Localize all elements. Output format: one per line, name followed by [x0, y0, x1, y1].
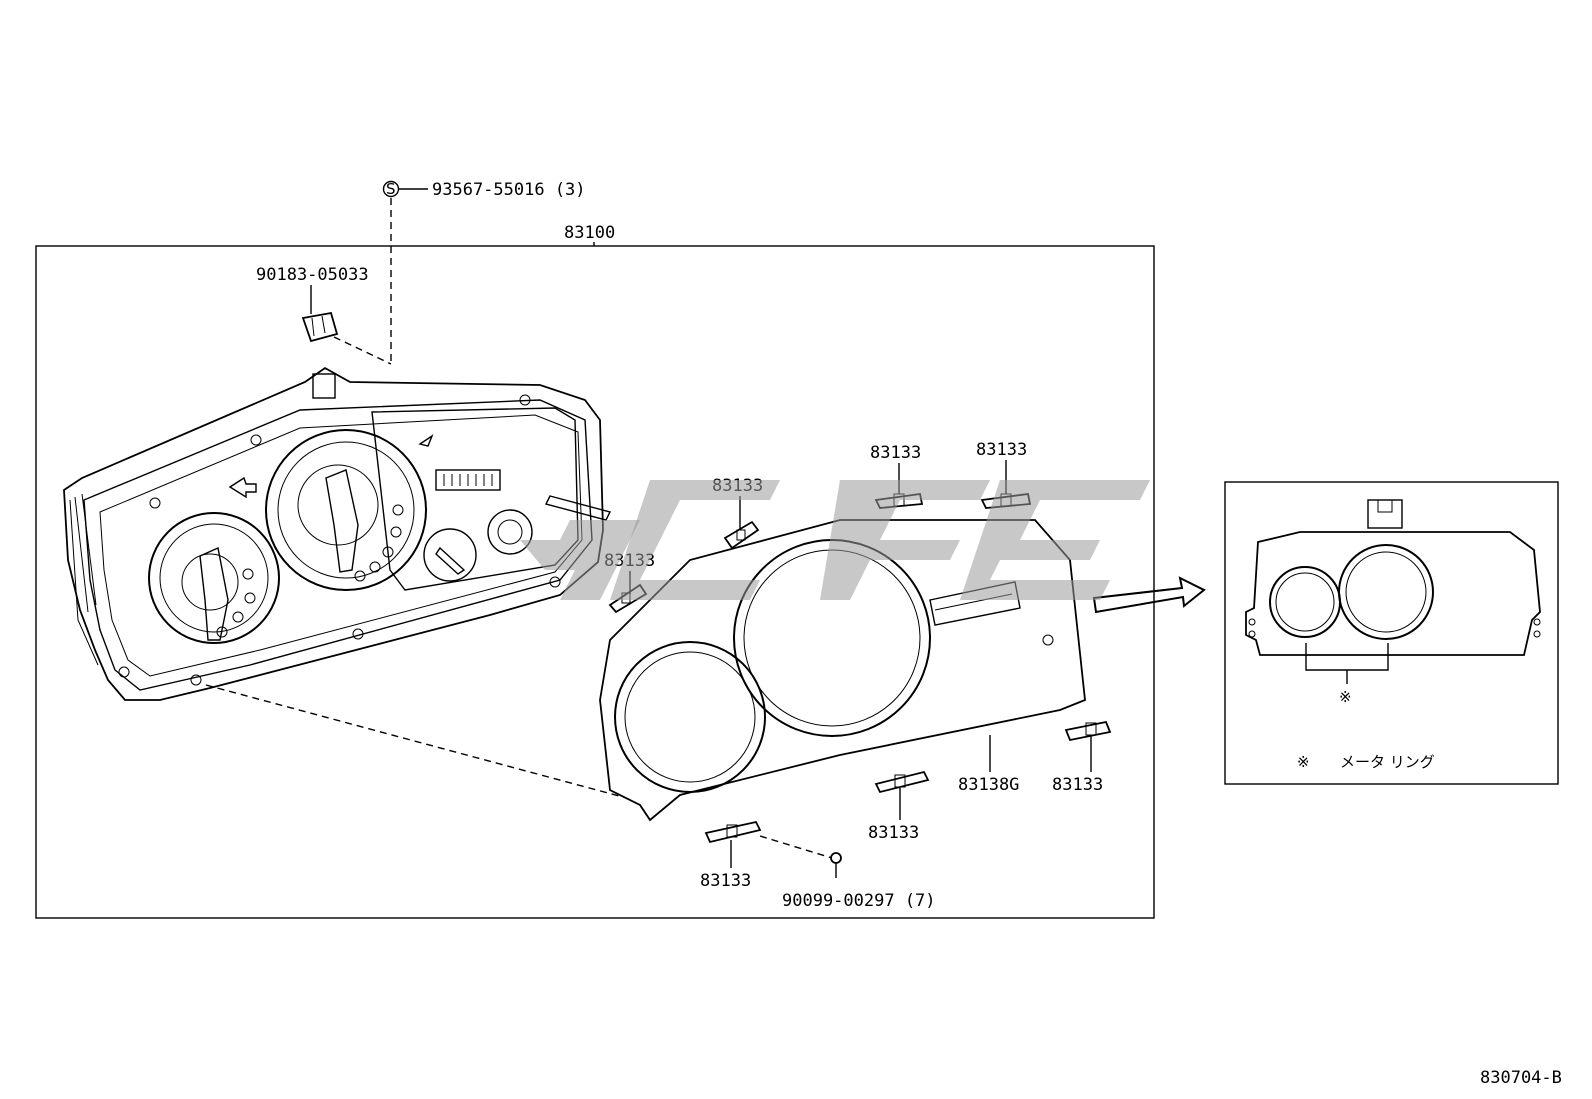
callout-bulb-3: 83133 — [870, 443, 921, 463]
bulb-part — [1064, 720, 1112, 742]
inset-marker: ※ — [1339, 688, 1352, 706]
callout-plate: 83138G — [958, 775, 1019, 795]
screw-s-marker-circle — [382, 180, 400, 198]
callout-clip: 90183-05033 — [256, 265, 369, 285]
screw-bottom-part — [830, 852, 842, 878]
callout-screw-bottom: 90099-00297 (7) — [782, 891, 936, 911]
inset-arrow — [1092, 576, 1206, 614]
assembly-frame — [35, 245, 1155, 919]
instrument-cluster — [63, 366, 612, 701]
bulb-part — [874, 770, 930, 794]
drawing-number: 830704-B — [1480, 1068, 1562, 1088]
inset-caption: メータ リング — [1340, 753, 1435, 771]
callout-bulb-5: 83133 — [1052, 775, 1103, 795]
bulb-part — [704, 820, 762, 844]
callout-screw-top: 93567-55016 (3) — [432, 180, 586, 200]
bulb-part — [723, 520, 760, 550]
assembly-label: 83100 — [564, 223, 615, 243]
inset-bracket — [1305, 643, 1389, 684]
clip-dash — [333, 336, 392, 365]
callout-bulb-7: 83133 — [700, 871, 751, 891]
screw-bottom-dash — [759, 835, 833, 859]
callout-bulb-6: 83133 — [868, 823, 919, 843]
callout-bulb-4: 83133 — [976, 440, 1027, 460]
cluster-plate-dash — [205, 684, 635, 801]
screw-s-marker: S — [386, 180, 396, 198]
inset-caption-marker: ※ — [1297, 753, 1310, 771]
clip-part — [301, 311, 339, 343]
inset-meter-ring — [1245, 499, 1541, 656]
inset-frame — [1224, 481, 1559, 785]
watermark-logo — [520, 480, 1150, 600]
